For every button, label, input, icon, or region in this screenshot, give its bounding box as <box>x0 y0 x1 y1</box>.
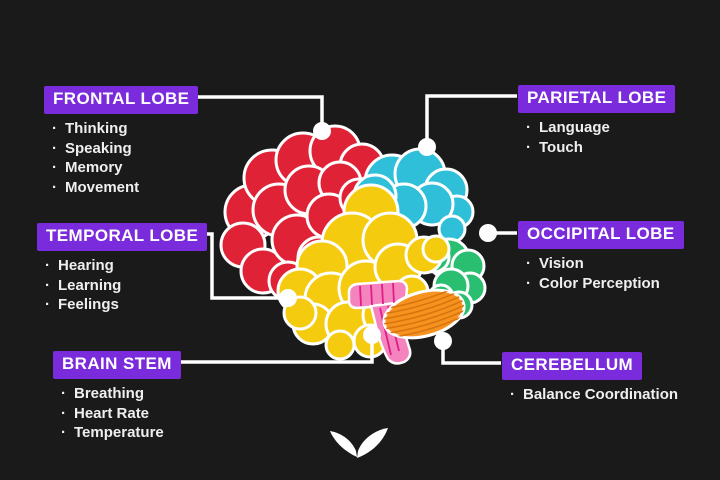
brain-stem-label: BRAIN STEM <box>53 351 181 379</box>
cerebellum-items: Balance Coordination <box>502 385 678 405</box>
list-item: Touch <box>526 138 675 158</box>
section-brain-stem: BRAIN STEM Breathing Heart Rate Temperat… <box>53 351 181 443</box>
temporal-lobe-label: TEMPORAL LOBE <box>37 223 208 251</box>
cerebellum-label: CEREBELLUM <box>502 352 643 380</box>
list-item: Temperature <box>61 423 181 443</box>
parietal-connector <box>425 94 517 146</box>
list-item: Heart Rate <box>61 404 181 424</box>
frontal-lobe-label: FRONTAL LOBE <box>44 86 199 114</box>
list-item: Feelings <box>45 295 207 315</box>
cerebellum-connector <box>441 342 501 365</box>
frontal-dot <box>313 122 331 140</box>
connector-dots <box>279 122 497 350</box>
occipital-dot <box>479 224 497 242</box>
section-occipital-lobe: OCCIPITAL LOBE Vision Color Perception <box>518 221 684 293</box>
list-item: Memory <box>52 158 198 178</box>
list-item: Speaking <box>52 139 198 159</box>
list-item: Color Perception <box>526 274 684 294</box>
section-cerebellum: CEREBELLUM Balance Coordination <box>502 352 678 405</box>
occipital-lobe-items: Vision Color Perception <box>518 254 684 293</box>
list-item: Language <box>526 118 675 138</box>
parietal-dot <box>418 138 436 156</box>
section-frontal-lobe: FRONTAL LOBE Thinking Speaking Memory Mo… <box>44 86 199 197</box>
section-parietal-lobe: PARIETAL LOBE Language Touch <box>518 85 676 157</box>
list-item: Balance Coordination <box>510 385 678 405</box>
occipital-lobe-label: OCCIPITAL LOBE <box>518 221 684 249</box>
list-item: Learning <box>45 276 207 296</box>
mindvalley-wings-logo-icon <box>330 428 388 458</box>
section-temporal-lobe: TEMPORAL LOBE Hearing Learning Feelings <box>37 223 208 315</box>
frontal-connector <box>187 95 324 130</box>
frontal-lobe-items: Thinking Speaking Memory Movement <box>44 119 198 197</box>
list-item: Thinking <box>52 119 198 139</box>
list-item: Hearing <box>45 256 207 276</box>
temporal-dot <box>279 289 297 307</box>
list-item: Movement <box>52 178 198 198</box>
cerebellum-dot <box>434 332 452 350</box>
parietal-lobe-items: Language Touch <box>518 118 675 157</box>
parietal-lobe-label: PARIETAL LOBE <box>518 85 676 113</box>
temporal-lobe-items: Hearing Learning Feelings <box>37 256 207 315</box>
brain-stem-dot <box>363 326 381 344</box>
brain-stem-items: Breathing Heart Rate Temperature <box>53 384 181 443</box>
brain-stem-connector <box>181 336 374 364</box>
list-item: Vision <box>526 254 684 274</box>
list-item: Breathing <box>61 384 181 404</box>
